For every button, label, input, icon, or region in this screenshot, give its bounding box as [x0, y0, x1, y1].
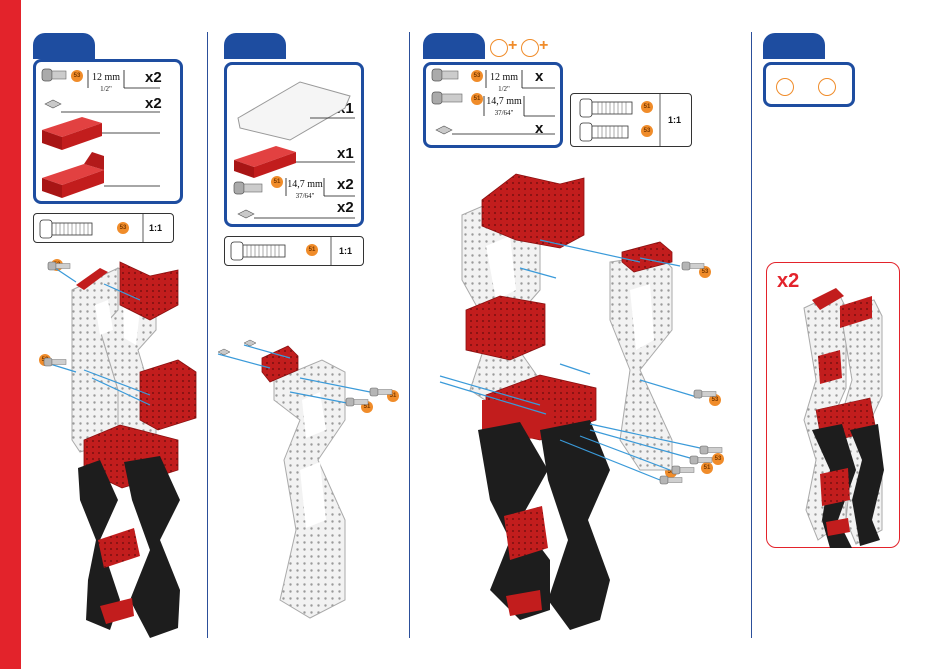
screw-length: 12 mm 1/2" — [486, 72, 522, 95]
screw-length-inch: 1/2" — [498, 85, 510, 93]
quantity-label: x2 — [145, 69, 162, 86]
repeat-count-label: x2 — [777, 270, 799, 293]
scale-ratio: 1:1 — [149, 223, 162, 233]
screw-length: 14,7 mm 37/64" — [285, 179, 325, 202]
plus-sign: + — [508, 37, 517, 55]
screw-length-mm: 12 mm — [92, 72, 120, 83]
part-number-badge: 51 — [641, 101, 653, 113]
step-tab — [763, 33, 825, 59]
quantity-label: x — [535, 120, 543, 137]
screw-length-inch: 37/64" — [296, 192, 315, 200]
screw-length: 14,7 mm 37/64" — [484, 96, 524, 119]
part-callout: 53 — [39, 354, 51, 366]
part-number-badge: 53 — [71, 70, 83, 82]
part-number-badge: 51 — [471, 93, 483, 105]
plus-sign: + — [539, 37, 548, 55]
column-divider — [751, 32, 752, 638]
part-number-badge: 53 — [471, 70, 483, 82]
screw-length-mm: 14,7 mm — [287, 179, 323, 190]
part-callout: 51 — [361, 401, 373, 413]
step2-assembly — [218, 340, 392, 618]
quantity-label: x2 — [145, 95, 162, 112]
part-blank-circle — [490, 39, 508, 57]
part-number-badge: 51 — [271, 176, 283, 188]
screw-length: 12 mm 1/2" — [88, 72, 124, 95]
screw-length-inch: 1/2" — [100, 85, 112, 93]
quantity-label: x2 — [337, 176, 354, 193]
quantity-label: x1 — [337, 145, 354, 162]
step-tab — [33, 33, 95, 59]
step-tab — [224, 33, 286, 59]
step-tab — [423, 33, 485, 59]
column-divider — [207, 32, 208, 638]
screw-length-mm: 12 mm — [490, 72, 518, 83]
part-callout: 53 — [709, 394, 721, 406]
scale-ratio: 1:1 — [668, 115, 681, 125]
part-callout: 53 — [712, 453, 724, 465]
side-color-bar — [0, 0, 21, 669]
screw-length-inch: 37/64" — [495, 109, 514, 117]
quantity-label: x1 — [337, 100, 354, 117]
quantity-label: x — [535, 68, 543, 85]
repeat-frame — [766, 262, 900, 548]
part-callout: 53 — [51, 259, 63, 271]
part-blank-circle — [521, 39, 539, 57]
part-number-badge: 53 — [641, 125, 653, 137]
part-number-badge: 51 — [306, 244, 318, 256]
part-callout: 51 — [701, 462, 713, 474]
step1-assembly — [44, 262, 196, 638]
column-divider — [409, 32, 410, 638]
step3-assembly — [440, 174, 722, 630]
quantity-label: x2 — [337, 199, 354, 216]
part-number-badge: 53 — [117, 222, 129, 234]
part-callout: 53 — [699, 266, 711, 278]
part-callout: 51 — [387, 390, 399, 402]
part-blank-circle — [776, 78, 794, 96]
part-blank-circle — [818, 78, 836, 96]
scale-ratio: 1:1 — [339, 246, 352, 256]
part-callout: 53 — [665, 466, 677, 478]
screw-length-mm: 14,7 mm — [486, 96, 522, 107]
